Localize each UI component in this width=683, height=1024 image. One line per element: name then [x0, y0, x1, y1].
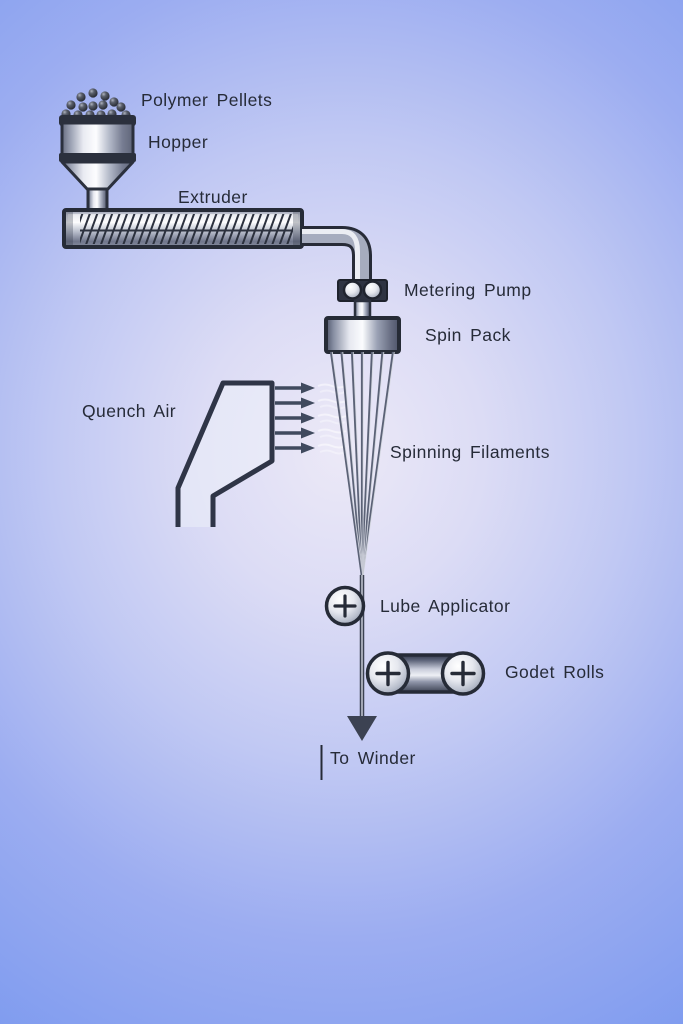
- quench-air-arrows: [275, 382, 315, 454]
- lube-applicator: [324, 585, 366, 627]
- extruder: [62, 208, 304, 249]
- air-arrow-icon: [275, 427, 315, 439]
- godet-rolls: [365, 651, 486, 696]
- spinning-filaments: [329, 351, 395, 578]
- label-lube-applicator: Lube Applicator: [380, 596, 510, 616]
- label-godet-rolls: Godet Rolls: [505, 662, 604, 682]
- hopper-body: [60, 121, 135, 158]
- plus-icon: [375, 660, 401, 687]
- pump-gear-right: [362, 280, 383, 300]
- extruder-left-cap: [64, 210, 73, 247]
- hopper: [59, 115, 136, 214]
- air-mist: [317, 383, 347, 455]
- down-arrow-icon: [347, 716, 377, 741]
- spin-pack: [324, 316, 401, 354]
- label-quench-air: Quench Air: [82, 401, 176, 421]
- plus-icon: [450, 660, 476, 687]
- label-to-winder: To Winder: [330, 748, 416, 768]
- quench-air-duct: [175, 380, 275, 527]
- plus-icon: [333, 594, 357, 618]
- air-arrow-icon: [275, 412, 315, 424]
- air-arrow-icon: [275, 397, 315, 409]
- label-spin-pack: Spin Pack: [425, 325, 511, 345]
- metering-pump: [337, 279, 388, 321]
- label-extruder: Extruder: [178, 187, 248, 207]
- elbow-pipe: [302, 226, 372, 282]
- pump-gear-left: [342, 280, 363, 300]
- extruder-screw-hatching: [80, 214, 293, 244]
- hopper-funnel: [60, 160, 135, 193]
- spin-pack-body: [324, 316, 401, 354]
- extruder-right-cap: [293, 210, 302, 247]
- polymer-pellets: [61, 88, 131, 120]
- label-hopper: Hopper: [148, 132, 208, 152]
- hopper-rim-bottom: [59, 153, 136, 162]
- label-spinning-filaments: Spinning Filaments: [390, 442, 550, 462]
- air-arrow-icon: [275, 442, 315, 454]
- air-arrow-icon: [275, 382, 315, 394]
- duct-outline: [175, 380, 275, 527]
- label-metering-pump: Metering Pump: [404, 280, 532, 300]
- label-polymer-pellets: Polymer Pellets: [141, 90, 272, 110]
- pipe-highlight: [302, 229, 360, 282]
